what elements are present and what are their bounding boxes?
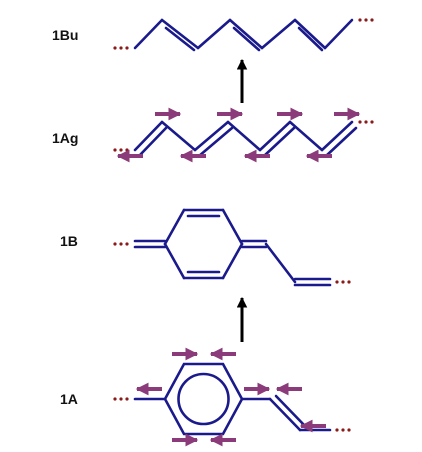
bond — [196, 18, 232, 50]
label-1b: 1B — [60, 233, 78, 249]
bond — [260, 18, 297, 50]
label-1a: 1A — [60, 391, 78, 407]
label-1bu: 1Bu — [52, 27, 79, 43]
bond-double-inner — [232, 26, 261, 52]
arrows-1a — [135, 347, 326, 447]
bond — [293, 18, 327, 50]
dots-1b — [113, 242, 351, 284]
aromatic-1a — [133, 362, 332, 436]
bond — [193, 120, 230, 152]
bond-double-inner — [137, 126, 168, 158]
label-1ag: 1Ag — [52, 130, 79, 146]
bond — [160, 18, 200, 50]
aromatic-circle — [177, 372, 230, 426]
bond-double-inner — [164, 26, 196, 52]
bond — [163, 242, 186, 280]
bond-double-inner — [262, 126, 296, 158]
bond — [320, 120, 354, 152]
bond — [288, 120, 324, 152]
bond-double-inner — [197, 126, 234, 158]
bond — [221, 242, 244, 280]
quinoid-1b — [133, 208, 332, 287]
polyene-1bu — [133, 18, 354, 52]
dots-1bu — [113, 18, 374, 50]
bond — [163, 208, 186, 246]
bond — [323, 18, 354, 50]
bond — [133, 18, 164, 50]
bond-double-inner — [324, 126, 358, 158]
bond — [133, 120, 164, 152]
bond — [268, 397, 302, 432]
bond-double-inner — [297, 26, 324, 52]
bond — [226, 120, 262, 152]
bond — [160, 120, 197, 152]
dots-1a — [113, 397, 351, 432]
bond — [228, 18, 264, 50]
bond — [258, 120, 292, 152]
arrows-1ag — [116, 107, 361, 163]
bond — [264, 242, 297, 284]
polyene-1ag — [133, 120, 358, 158]
bond — [221, 208, 244, 246]
